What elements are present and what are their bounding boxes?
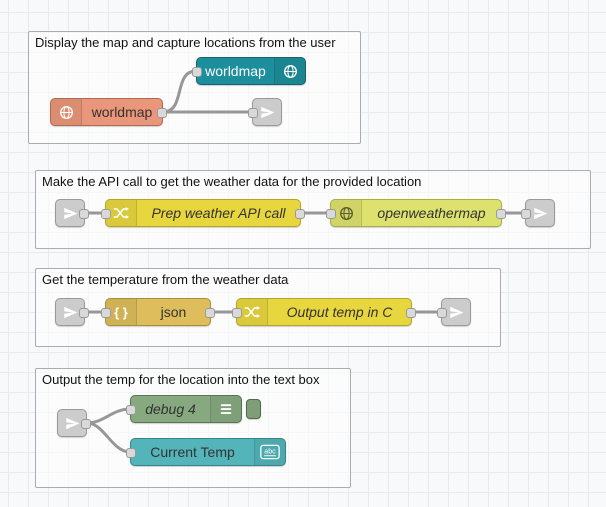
input-port[interactable] (126, 448, 136, 458)
node-json[interactable]: { } json (101, 298, 215, 326)
globe-icon (331, 200, 362, 226)
node-label: Output temp in C (286, 304, 393, 320)
group-label: Display the map and capture locations fr… (35, 35, 336, 50)
output-port[interactable] (79, 308, 89, 318)
abc-text-icon: abc (254, 439, 285, 465)
output-port[interactable] (157, 108, 167, 118)
output-port[interactable] (406, 308, 416, 318)
input-port[interactable] (101, 308, 111, 318)
node-link-out-3[interactable] (437, 298, 471, 326)
output-port[interactable] (205, 308, 215, 318)
input-port[interactable] (101, 209, 111, 219)
paper-plane-icon (63, 305, 78, 320)
node-link-out-1[interactable] (248, 98, 282, 126)
input-port[interactable] (326, 209, 336, 219)
svg-text:abc: abc (264, 447, 276, 455)
paper-plane-icon (260, 105, 275, 120)
input-port[interactable] (521, 209, 531, 219)
node-label: Prep weather API call (151, 205, 286, 221)
group-label: Get the temperature from the weather dat… (42, 272, 289, 287)
node-prep-weather-api-call[interactable]: Prep weather API call (101, 199, 305, 227)
node-label: Current Temp (150, 444, 235, 460)
node-label: worldmap (205, 63, 266, 79)
node-label: worldmap (91, 104, 153, 120)
wire-linkin-to-debug[interactable] (85, 407, 132, 425)
input-port[interactable] (126, 405, 136, 415)
node-openweathermap[interactable]: openweathermap (326, 199, 506, 227)
function-icon (106, 200, 137, 226)
braces-icon: { } (106, 299, 137, 325)
input-port[interactable] (192, 67, 202, 77)
node-current-temp[interactable]: Current Temp abc (126, 438, 286, 466)
node-link-out-2[interactable] (521, 199, 555, 227)
node-link-in-3[interactable] (57, 409, 91, 437)
debug-list-icon (210, 396, 241, 422)
node-output-temp-in-c[interactable]: Output temp in C (232, 298, 416, 326)
input-port[interactable] (248, 108, 258, 118)
node-link-in-2[interactable] (55, 298, 89, 326)
globe-icon (51, 99, 82, 125)
input-port[interactable] (437, 308, 447, 318)
paper-plane-icon (533, 206, 548, 221)
paper-plane-icon (65, 416, 80, 431)
node-worldmap-in[interactable]: worldmap (50, 98, 167, 126)
debug-toggle-button[interactable] (246, 399, 261, 419)
output-port[interactable] (81, 419, 91, 429)
node-label: debug 4 (145, 401, 196, 417)
paper-plane-icon (449, 305, 464, 320)
globe-icon (274, 58, 305, 84)
input-port[interactable] (232, 308, 242, 318)
node-label: json (160, 304, 187, 320)
group-label: Output the temp for the location into th… (42, 372, 320, 387)
paper-plane-icon (63, 206, 78, 221)
wire-linkin-to-currenttemp[interactable] (85, 421, 132, 454)
node-link-in-1[interactable] (55, 199, 89, 227)
node-label: openweathermap (377, 205, 486, 221)
group-output-temp[interactable]: Output the temp for the location into th… (35, 368, 351, 488)
node-debug-4[interactable]: debug 4 (126, 395, 242, 423)
output-port[interactable] (79, 209, 89, 219)
group-label: Make the API call to get the weather dat… (42, 174, 422, 189)
function-icon (237, 299, 268, 325)
wire-worldmapin-to-worldmap[interactable] (161, 69, 198, 114)
node-worldmap-display[interactable]: worldmap (192, 57, 306, 85)
output-port[interactable] (496, 209, 506, 219)
output-port[interactable] (295, 209, 305, 219)
